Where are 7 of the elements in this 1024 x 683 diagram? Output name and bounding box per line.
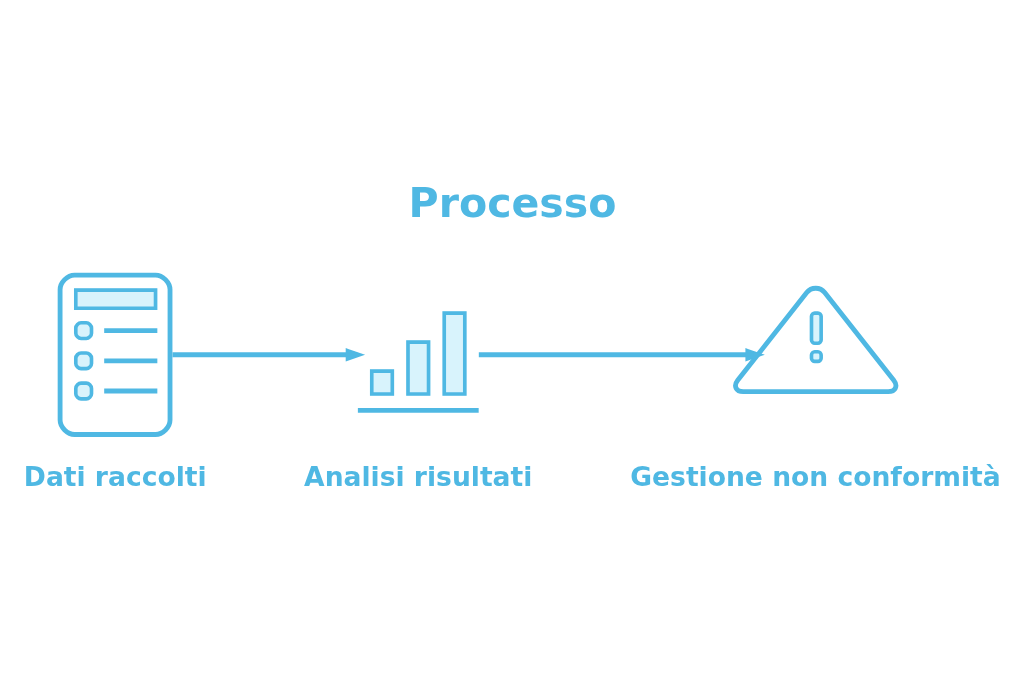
- diagram-title: Processo: [408, 179, 616, 228]
- arrow: [172, 348, 365, 362]
- node-label: Analisi risultati: [303, 460, 532, 492]
- arrow: [478, 348, 765, 362]
- node-label: Dati raccolti: [23, 460, 207, 492]
- node-picture: [732, 285, 898, 395]
- node-label: Gestione non conformità: [629, 460, 1001, 492]
